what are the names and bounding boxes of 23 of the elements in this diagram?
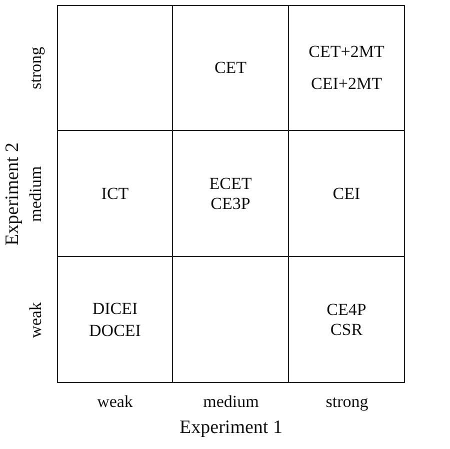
cell-text: CET xyxy=(214,58,247,78)
cell-text: ECET xyxy=(209,174,252,194)
cell-text: CEI xyxy=(332,184,360,204)
axis-tick-label: strong xyxy=(26,46,46,90)
axis-title: Experiment 2 xyxy=(2,142,24,246)
table-cell xyxy=(57,5,173,131)
table-cell xyxy=(57,256,173,383)
axis-tick-label: medium xyxy=(26,166,46,222)
cell-text: CE3P xyxy=(210,194,250,214)
cell-text: CSR xyxy=(330,320,363,340)
axis-tick-label: medium xyxy=(203,392,259,412)
cell-text: ICT xyxy=(101,184,129,204)
cell-text: CE4P xyxy=(326,300,366,320)
cell-text: CET+2MT xyxy=(308,42,384,62)
cell-text: DOCEI xyxy=(89,320,141,340)
cell-text: DICEI xyxy=(92,298,138,318)
table-cell xyxy=(288,256,405,383)
table-cell xyxy=(288,5,405,131)
cell-text: CEI+2MT xyxy=(311,74,382,94)
axis-tick-label: strong xyxy=(326,392,368,412)
axis-tick-label: weak xyxy=(97,392,133,412)
axis-tick-label: weak xyxy=(26,302,46,338)
axis-title: Experiment 1 xyxy=(180,417,282,439)
